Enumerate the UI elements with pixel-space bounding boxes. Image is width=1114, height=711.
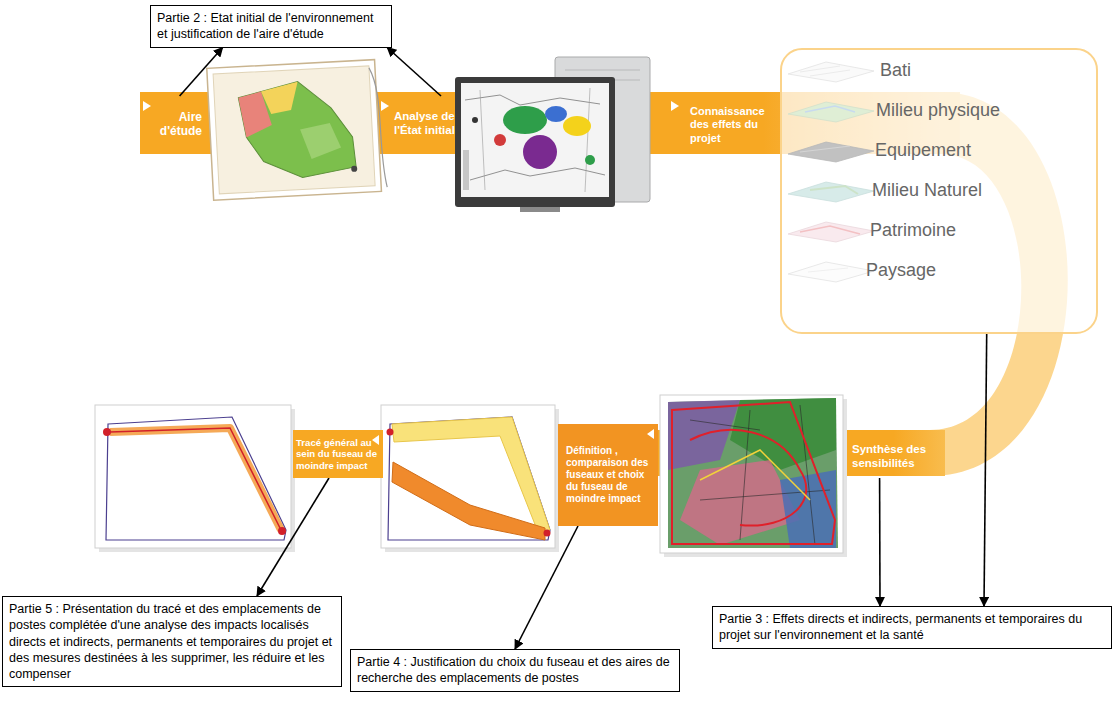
computer-monitor [520,207,560,212]
framed-map [238,79,357,181]
route-map [95,405,295,552]
framed-map [261,82,300,115]
callout-box: Partie 3 : Effets directs et indirects, … [712,606,1112,649]
node-text: Partie 2 : Etat initial de l'environneme… [157,10,385,43]
sensitivity-map [660,395,847,557]
framed-map [300,122,342,159]
callout-arrow [879,478,881,606]
computer-monitor [463,150,469,190]
computer-monitor [503,106,547,134]
corridor-map [381,405,555,548]
callout-arrow [180,48,223,97]
callout-arrow [515,526,578,649]
computer-monitor [494,134,506,146]
flow-triangle [143,101,151,111]
layer-label: Milieu physique [876,90,1114,130]
computer-monitor [545,106,567,122]
framed-map [207,59,388,200]
stage-box: Tracé général au sein du fuseau de moind… [293,430,383,478]
layer-label: Milieu Naturel [872,170,1114,210]
computer-monitor [455,57,650,212]
corridor-map [387,429,394,436]
computer-monitor [461,83,609,197]
computer-monitor [470,168,605,180]
sensitivity-map [700,450,810,500]
layer-label: Patrimoine [870,210,1114,250]
layer-label: Bati [880,50,1114,90]
sensitivity-map [672,402,835,544]
callout-arrow [984,334,987,606]
computer-monitor [585,155,595,165]
node-text: Aire d'étude [154,110,202,139]
node-text: Partie 3 : Effets directs et indirects, … [719,611,1105,644]
callout-box: Partie 5 : Présentation du tracé et des … [2,596,342,687]
framed-map [213,66,375,194]
node-text: Partie 5 : Présentation du tracé et des … [9,601,335,682]
corridor-map [381,405,559,552]
computer-monitor [455,77,615,207]
computer-monitor [472,117,478,123]
corridor-map [544,530,551,537]
layers-panel: BatiMilieu physiqueEquipementMilieu Natu… [780,48,1098,334]
callout-box: Partie 4 : Justification du choix du fus… [350,649,680,692]
framed-map [351,166,357,172]
framed-map [369,67,387,187]
stage-label: Connaissance des effets du projet [680,96,776,154]
corridor-map [392,462,545,540]
computer-monitor [480,88,590,192]
stage-label: Synthèse des sensibilités [846,436,942,478]
sensitivity-map [690,405,830,545]
route-map [278,527,286,535]
node-text: Tracé général au sein du fuseau de moind… [296,437,380,472]
stage-box: Définition , comparaison des fuseaux et … [558,424,658,526]
node-text: Synthèse des sensibilités [852,443,940,471]
computer-monitor [523,135,557,169]
corridor-map [388,417,550,540]
route-map [95,405,291,548]
stage-label: Analyse de l'État initial [378,96,462,152]
framed-map [207,60,382,201]
route-map [106,417,286,540]
sensitivity-map [668,398,838,548]
sensitivity-map [660,395,843,553]
callout-arrow [387,48,441,97]
callout-box: Partie 2 : Etat initial de l'environneme… [150,5,392,48]
computer-monitor [565,70,640,71]
node-text: Analyse de l'État initial [394,110,460,138]
node-text: Partie 4 : Justification du choix du fus… [357,654,673,687]
stage-label: Aire d'étude [140,96,206,152]
callout-arrow [257,478,329,596]
computer-monitor [563,116,591,136]
layer-label: Paysage [866,250,1114,290]
route-map [103,428,111,436]
flow-triangle [1056,366,1072,378]
computer-monitor [465,95,600,105]
sensitivity-map [664,399,847,557]
flow-triangle [671,101,679,111]
sensitivity-map [730,398,836,470]
route-map [110,428,281,530]
route-map [110,428,281,530]
node-text: Définition , comparaison des fuseaux et … [566,445,654,505]
node-text: Connaissance des effets du projet [690,105,774,145]
layer-label: Equipement [875,130,1114,170]
flow-triangle [381,101,389,111]
